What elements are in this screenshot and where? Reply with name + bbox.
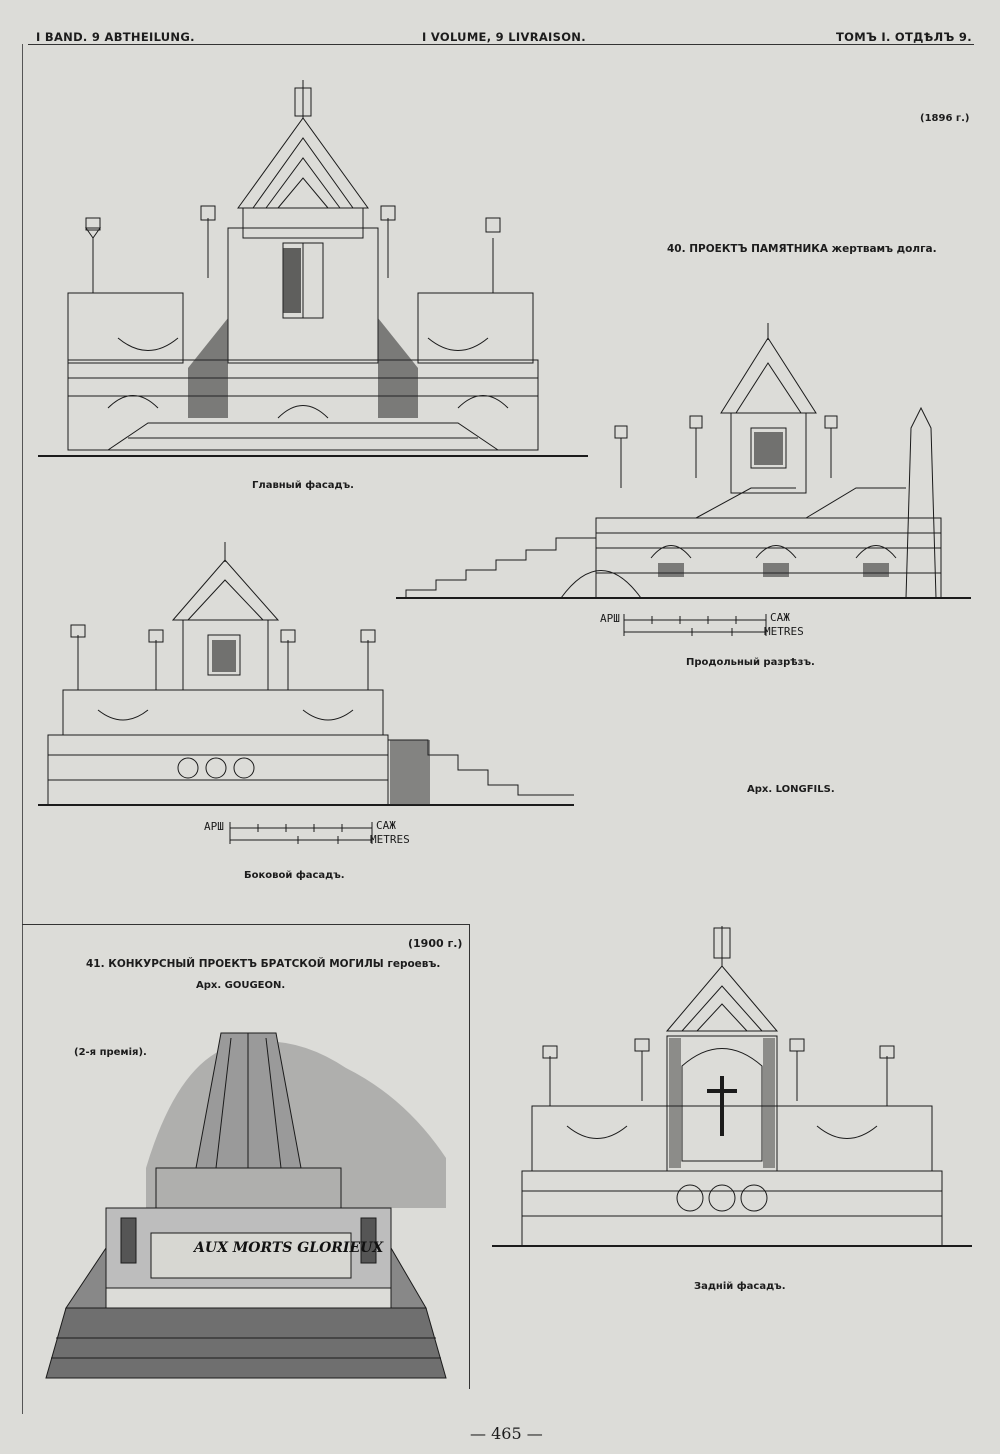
plate40-year: (1896 г.)	[920, 113, 970, 124]
header-center: I VOLUME, 9 LIVRAISON.	[422, 30, 586, 44]
rear-facade-drawing	[492, 926, 972, 1247]
side-scale-sazh: САЖ	[376, 819, 396, 832]
main-facade-caption: Главный фасадъ.	[252, 480, 354, 491]
header-rule	[28, 44, 974, 45]
plate-frame	[22, 44, 981, 1414]
page-number: — 465 —	[470, 1424, 543, 1443]
section-drawing	[396, 323, 971, 599]
side-facade-caption: Боковой фасадъ.	[244, 870, 345, 881]
section-scale-metres: METRES	[764, 625, 804, 638]
rear-facade-caption: Задній фасадъ.	[694, 1281, 786, 1292]
plate41-inscription: AUX MORTS GLORIEUX	[194, 1240, 384, 1256]
plate40-architect: Арх. LONGFILS.	[747, 784, 835, 795]
plate41-prize: (2-я премія).	[74, 1047, 147, 1058]
side-facade-drawing	[38, 542, 574, 806]
plate41-architect: Арх. GOUGEON.	[196, 980, 286, 991]
side-scale-arsh: АРШ	[204, 820, 224, 833]
plate41-panel	[22, 924, 470, 1389]
section-scale-sazh: САЖ	[770, 611, 790, 624]
plate41-title: 41. КОНКУРСНЫЙ ПРОЕКТЪ БРАТСКОЙ МОГИЛЫ г…	[86, 958, 441, 970]
section-scale-arsh: АРШ	[600, 612, 620, 625]
side-scale-metres: METRES	[370, 833, 410, 846]
header-left: I BAND. 9 ABTHEILUNG.	[36, 30, 195, 44]
plate41-engraving	[45, 1032, 447, 1379]
side-scale-bar	[229, 822, 373, 844]
header-right: ТОМЪ I. ОТДѢЛЪ 9.	[836, 30, 972, 44]
section-scale-bar	[623, 614, 767, 636]
plate40-title: 40. ПРОЕКТЪ ПАМЯТНИКА жертвамъ долга.	[667, 243, 937, 255]
plate41-year: (1900 г.)	[408, 937, 463, 950]
section-caption: Продольный разрѣзъ.	[686, 657, 815, 668]
main-facade-drawing	[38, 80, 588, 457]
